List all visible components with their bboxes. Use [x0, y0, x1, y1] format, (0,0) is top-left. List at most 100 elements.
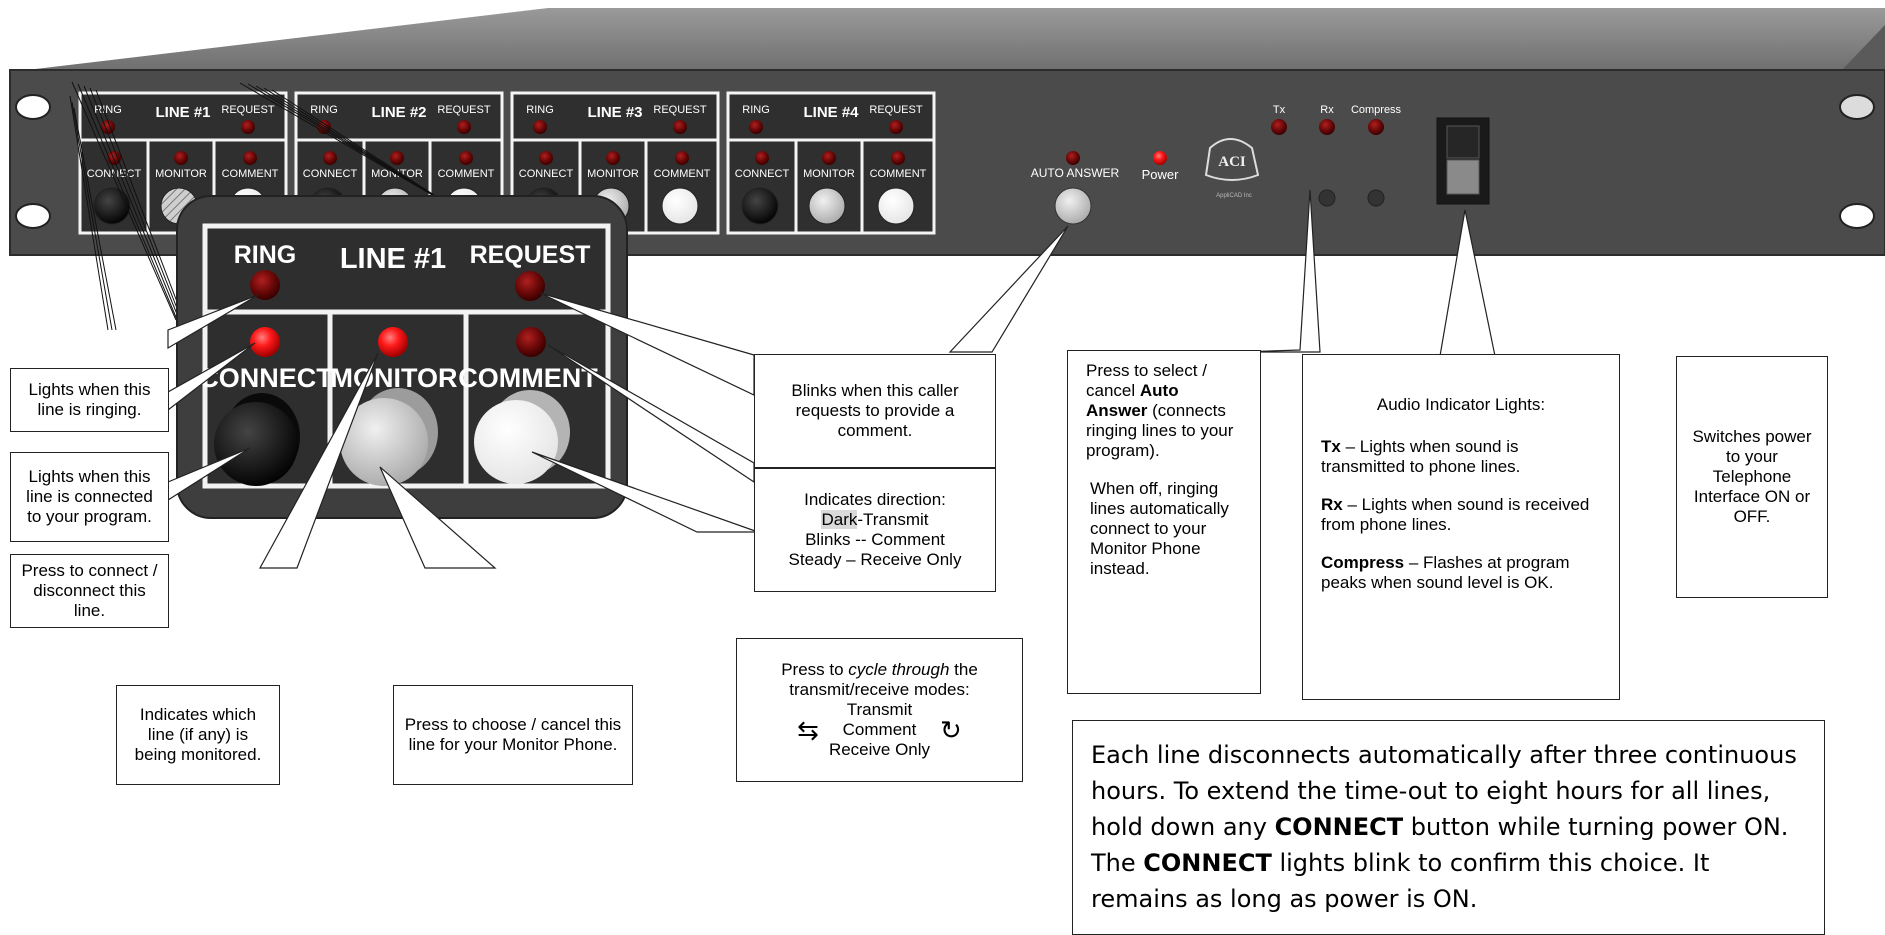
audio-tx-bold: Tx — [1321, 437, 1341, 456]
zoom-ring-led — [250, 270, 280, 300]
auto-answer-callout: Press to select / cancel Auto Answer (co… — [1067, 350, 1261, 694]
cycle-left-arrow-icon: ⇆ — [797, 715, 819, 745]
tx-label: Tx — [1273, 104, 1286, 116]
line-2-request-label: REQUEST — [437, 104, 490, 116]
ring-callout-text: Lights when this line is ringing. — [28, 380, 151, 419]
chassis-side — [1840, 25, 1885, 72]
note-part-a: Each line disconnects automatically afte… — [1091, 741, 1797, 841]
line-2-comment-led — [459, 151, 473, 165]
line-4-ring-label: RING — [742, 104, 770, 116]
connect-light-callout-text: Lights when this line is connected to yo… — [26, 467, 153, 526]
line-1-monitor-led — [174, 151, 188, 165]
line-3-comment-label: COMMENT — [654, 168, 711, 180]
power-led — [1153, 151, 1167, 165]
line-3-title: LINE #3 — [587, 104, 642, 121]
connect-press-callout-text: Press to connect / disconnect this line. — [21, 561, 158, 620]
line-1-connect-button[interactable] — [93, 187, 131, 225]
line-1-ring-label: RING — [94, 104, 122, 116]
cycle-em: cycle through — [848, 660, 950, 679]
direction-dark: Dark — [821, 510, 858, 529]
cycle-mode-receive: Receive Only — [828, 740, 931, 759]
direction-blinks: Blinks -- Comment — [805, 530, 945, 549]
request-callout-text: Blinks when this caller requests to prov… — [791, 381, 959, 440]
auto-post: (connects ringing lines to your program)… — [1086, 401, 1234, 460]
line-4-monitor-button[interactable] — [808, 187, 846, 225]
line-3-request-led — [673, 120, 687, 134]
logo-text: ACI — [1218, 154, 1246, 170]
cycle-mode-transmit: Transmit — [846, 700, 913, 719]
rx-led — [1319, 119, 1335, 135]
line-4-comment-led — [891, 151, 905, 165]
line-3-connect-label: CONNECT — [519, 168, 574, 180]
zoom-connect-button[interactable] — [214, 402, 298, 486]
power-switch-callout: Switches power to your Telephone Interfa… — [1676, 356, 1828, 598]
auto-answer-label: AUTO ANSWER — [1031, 166, 1120, 180]
monitor-light-callout: Indicates which line (if any) is being m… — [116, 685, 280, 785]
monitor-press-callout: Press to choose / cancel this line for y… — [393, 685, 633, 785]
line-2-comment-label: COMMENT — [438, 168, 495, 180]
rack-hole-bottom-left — [15, 203, 51, 229]
zoom-request-label: REQUEST — [470, 241, 591, 269]
line-4-title: LINE #4 — [803, 104, 859, 121]
zoom-monitor-led — [378, 327, 408, 357]
zoom-ring-label: RING — [234, 241, 297, 269]
rack-hole-top-right — [1839, 94, 1875, 120]
compress-knob[interactable] — [1367, 189, 1385, 207]
line-1-connect-label: CONNECT — [87, 168, 142, 180]
rx-knob[interactable] — [1318, 189, 1336, 207]
direction-steady: Steady – Receive Only — [788, 550, 962, 569]
line-3-ring-label: RING — [526, 104, 554, 116]
line-4-connect-led — [755, 151, 769, 165]
chassis-top — [10, 8, 1885, 72]
power-label: Power — [1142, 167, 1180, 182]
monitor-light-callout-text: Indicates which line (if any) is being m… — [134, 705, 262, 764]
line-3-comment-button[interactable] — [661, 187, 699, 225]
ring-callout: Lights when this line is ringing. — [10, 368, 169, 432]
connect-press-callout: Press to connect / disconnect this line. — [10, 554, 169, 628]
auto-pre: Press to select / cancel — [1086, 361, 1207, 400]
request-callout: Blinks when this caller requests to prov… — [754, 354, 996, 468]
audio-tx-text: – Lights when sound is transmitted to ph… — [1321, 437, 1521, 476]
line-3-monitor-label: MONITOR — [587, 168, 639, 180]
line-4-monitor-led — [822, 151, 836, 165]
monitor-press-callout-text: Press to choose / cancel this line for y… — [404, 715, 622, 754]
line-4-comment-button[interactable] — [877, 187, 915, 225]
line-3-ring-led — [533, 120, 547, 134]
line-2-request-led — [457, 120, 471, 134]
line-4-connect-label: CONNECT — [735, 168, 790, 180]
line-4-ring-led — [749, 120, 763, 134]
audio-compress-bold: Compress — [1321, 553, 1405, 572]
auto-bold: Auto Answer — [1086, 381, 1179, 420]
cycle-post: the transmit/receive modes: — [789, 660, 978, 699]
line-3-request-label: REQUEST — [653, 104, 706, 116]
zoom-comment-button[interactable] — [474, 400, 558, 484]
zoom-connect-led — [250, 327, 280, 357]
zoom-title: LINE #1 — [340, 243, 446, 275]
note-connect-1: CONNECT — [1274, 813, 1404, 841]
line-4-request-led — [889, 120, 903, 134]
line-2-connect-label: CONNECT — [303, 168, 358, 180]
direction-callout: Indicates direction: Dark-Transmit Blink… — [754, 468, 996, 592]
rack-hole-top-left — [15, 94, 51, 120]
audio-indicator-callout: Audio Indicator Lights: Tx – Lights when… — [1302, 354, 1620, 700]
rx-label: Rx — [1320, 104, 1334, 116]
connect-light-callout: Lights when this line is connected to yo… — [10, 452, 169, 542]
power-switch[interactable] — [1436, 117, 1490, 205]
aci-logo: ACI AppliCAD Inc — [1204, 138, 1260, 199]
line-4-connect-button[interactable] — [741, 187, 779, 225]
auto-answer-led — [1066, 151, 1080, 165]
note-part-c: button while turning power ON. The — [1091, 813, 1789, 877]
tx-led — [1271, 119, 1287, 135]
direction-transmit: -Transmit — [857, 510, 929, 529]
line-1-comment-led — [243, 151, 257, 165]
logo-subtext: AppliCAD Inc — [1216, 193, 1252, 199]
note-part-d: lights blink to confirm this choice. It … — [1091, 849, 1710, 913]
auto-answer-button[interactable] — [1054, 187, 1092, 225]
audio-title: Audio Indicator Lights: — [1376, 395, 1546, 414]
cycle-right-arrow-icon: ↻ — [940, 715, 962, 745]
callout-pointers — [167, 189, 1496, 569]
line-4-monitor-label: MONITOR — [803, 168, 855, 180]
zoom-monitor-button[interactable] — [340, 398, 428, 486]
line-4-comment-label: COMMENT — [870, 168, 927, 180]
